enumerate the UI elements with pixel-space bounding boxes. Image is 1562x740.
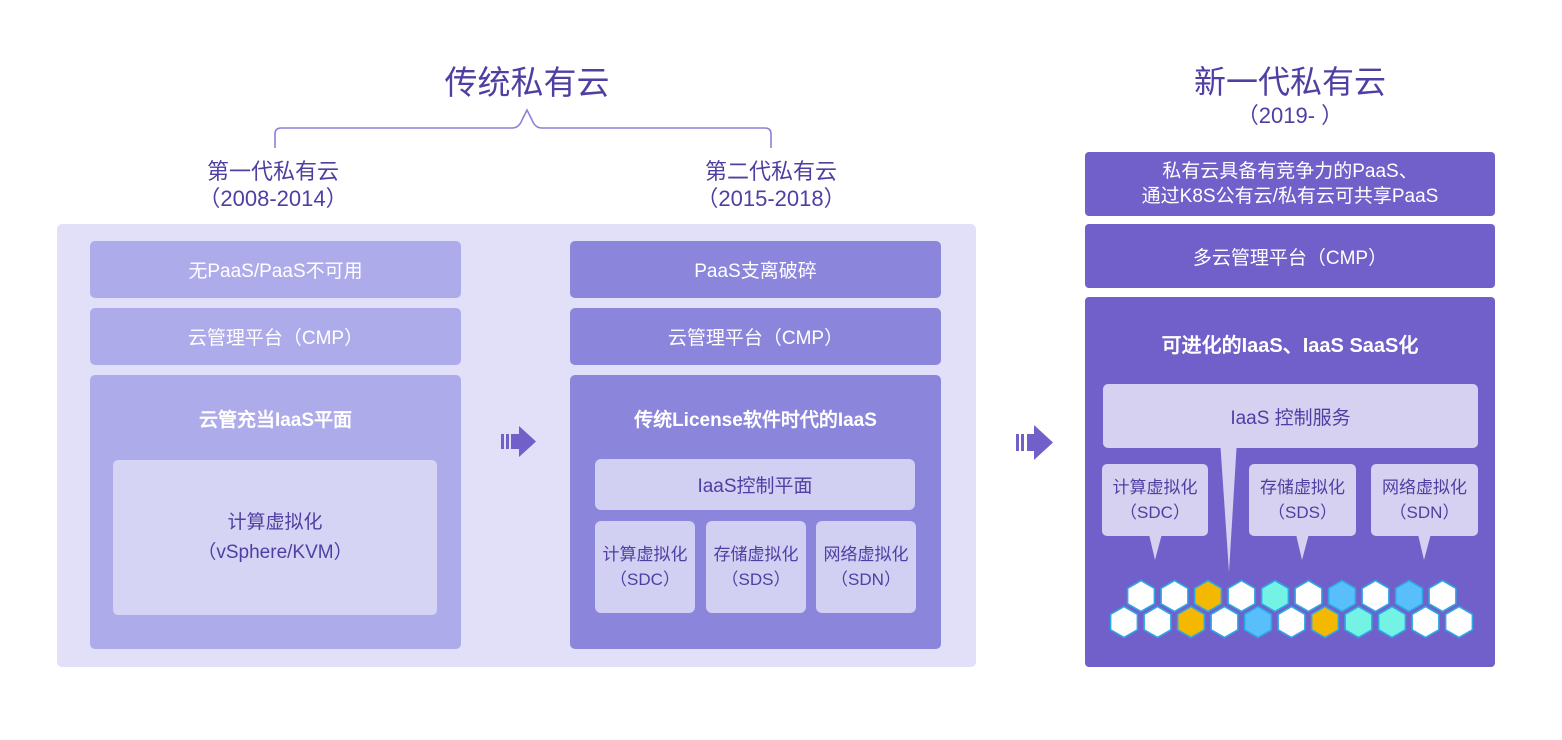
gen2-sds-tech: （SDS） [721,570,791,589]
new-gen-paas-layer: 私有云具备有竞争力的PaaS、 通过K8S公有云/私有云可共享PaaS [1085,152,1495,216]
arrow-right-icon [1016,425,1053,460]
gen2-sds-box: 存储虚拟化 （SDS） [706,521,806,613]
new-gen-paas-line1: 私有云具备有竞争力的PaaS、 [1162,161,1418,182]
gen2-sdc-label: 计算虚拟化 [602,545,688,564]
new-gen-sdc-label: 计算虚拟化 [1112,478,1198,497]
new-gen-sdn-label: 网络虚拟化 [1382,478,1467,497]
new-gen-sds-tech: （SDS） [1268,503,1337,522]
new-gen-sdc-tech: （SDC） [1120,503,1190,522]
gen2-iaas-layer: 传统License软件时代的IaaS IaaS控制平面 计算虚拟化 （SDC） … [570,375,941,649]
gen1-iaas-layer: 云管充当IaaS平面 计算虚拟化 （vSphere/KVM） [90,375,461,649]
gen1-cmp-layer: 云管理平台（CMP） [90,308,461,365]
new-gen-sdc-box: 计算虚拟化 （SDC） [1102,464,1208,536]
gen1-header: 第一代私有云 （2008-2014） [158,158,388,212]
gen2-sds-label: 存储虚拟化 [713,545,799,564]
new-gen-sdn-box: 网络虚拟化 （SDN） [1371,464,1478,536]
gen2-sdc-tech: （SDC） [610,570,680,589]
gen2-cmp-layer: 云管理平台（CMP） [570,308,941,365]
gen1-compute-virtualization: 计算虚拟化 （vSphere/KVM） [113,460,437,615]
gen1-years: （2008-2014） [198,186,348,211]
gen2-sdn-tech: （SDN） [831,570,901,589]
new-gen-years: （2019- ） [1236,103,1344,128]
new-gen-sds-box: 存储虚拟化 （SDS） [1249,464,1356,536]
arrow-right-icon [501,426,536,457]
new-gen-iaas-control-service: IaaS 控制服务 [1103,384,1478,448]
gen2-title: 第二代私有云 [704,159,837,184]
gen2-paas-layer: PaaS支离破碎 [570,241,941,298]
gen2-years: （2015-2018） [696,186,846,211]
new-gen-cmp-layer: 多云管理平台（CMP） [1085,224,1495,288]
gen2-iaas-control-plane: IaaS控制平面 [595,459,915,510]
gen1-paas-layer: 无PaaS/PaaS不可用 [90,241,461,298]
gen1-compute-label: 计算虚拟化 [227,511,323,533]
new-gen-paas-line2: 通过K8S公有云/私有云可共享PaaS [1141,186,1439,207]
new-gen-sds-label: 存储虚拟化 [1260,478,1345,497]
legacy-private-cloud-title: 传统私有云 [444,64,610,101]
gen2-header: 第二代私有云 （2015-2018） [656,158,886,212]
gen2-sdc-box: 计算虚拟化 （SDC） [595,521,695,613]
gen1-title: 第一代私有云 [206,159,339,184]
gen1-compute-tech: （vSphere/KVM） [197,541,353,563]
gen2-iaas-title: 传统License软件时代的IaaS [634,409,877,431]
new-gen-sdn-tech: （SDN） [1389,503,1460,522]
new-gen-title: 新一代私有云 [1193,64,1386,100]
gen1-iaas-title: 云管充当IaaS平面 [198,409,353,431]
new-gen-iaas-title: 可进化的IaaS、IaaS SaaS化 [1161,334,1419,357]
gen2-sdn-box: 网络虚拟化 （SDN） [816,521,916,613]
gen2-sdn-label: 网络虚拟化 [823,545,909,564]
